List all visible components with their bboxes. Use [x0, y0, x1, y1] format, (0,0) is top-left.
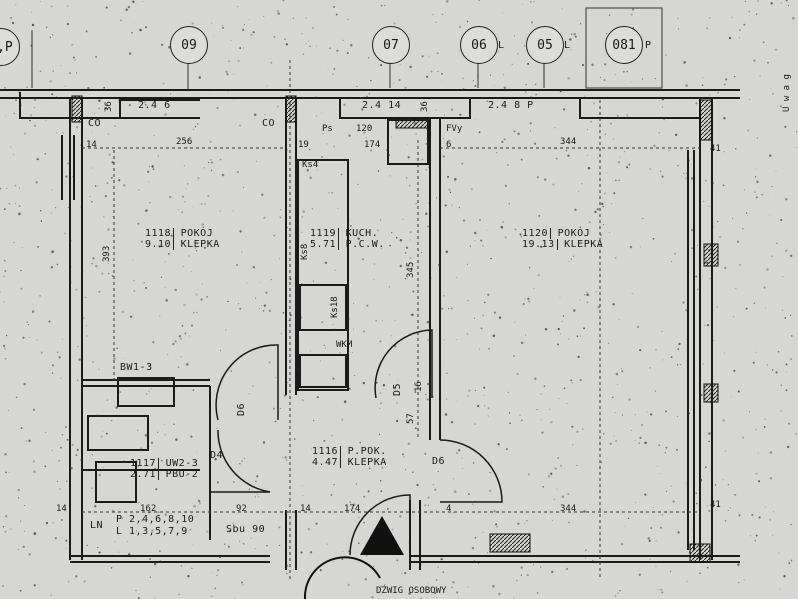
walls — [0, 89, 740, 570]
room-floor: KLEPKA — [180, 239, 220, 250]
dimension: 92 — [236, 504, 247, 514]
dimension: 19 — [298, 140, 309, 150]
ln-l-label: L 1,3,5,7,9 — [116, 526, 188, 537]
co-label: CO — [88, 118, 102, 129]
dimension: 162 — [140, 504, 157, 514]
room-name: KUCH. — [345, 228, 379, 239]
door-swings — [210, 329, 503, 556]
grid-leaders — [31, 7, 663, 90]
dimension: 14 — [86, 140, 97, 150]
room-floor: PBU-2 — [165, 469, 199, 480]
room-1116: 1116 P.POK. 4.47 KLEPKA — [312, 446, 387, 468]
dimension: 256 — [176, 137, 193, 147]
room-area: 5.71 — [310, 239, 340, 250]
grid-suffix-081: P — [645, 40, 652, 51]
dimension: 41 — [710, 500, 721, 510]
dimension: 36 — [104, 101, 114, 112]
elevator-label: DŹWIG OSOBOWY — [376, 586, 447, 596]
grid-bubble-05: 05 — [526, 26, 564, 64]
room-name: POKÓJ — [180, 228, 214, 239]
ks18-label: Ks18 — [330, 296, 340, 318]
dimension: 344 — [560, 504, 577, 514]
wkm-label: WKM — [336, 340, 353, 350]
bw-label: BW1-3 — [120, 362, 153, 373]
room-name: POKÓJ — [557, 228, 591, 239]
room-area: 19.13 — [522, 239, 558, 250]
door-label: D6 — [236, 402, 247, 416]
ks8-label: Ks8 — [300, 243, 310, 260]
room-area: 2.71 — [130, 469, 160, 480]
room-area: 9.10 — [145, 239, 175, 250]
ln-p-label: P 2,4,6,8,10 — [116, 514, 195, 525]
dimension: 4 — [446, 504, 452, 514]
room-name: UW2-3 — [165, 458, 199, 469]
sbu-label: Sbu 90 — [226, 524, 266, 535]
room-number: 1116 — [312, 446, 342, 457]
side-note: U w a g — [782, 74, 792, 112]
co-label: CO — [262, 118, 276, 129]
grid-suffix-05: L — [564, 40, 571, 51]
dimension: 57 — [406, 413, 416, 424]
room-floor: KLEPKA — [564, 239, 604, 250]
room-1119: 1119 KUCH. 5.71 P.C.W. — [310, 228, 385, 250]
grid-bubble-09: 09 — [170, 26, 208, 64]
window-label: 2.4 6 — [138, 100, 171, 111]
dimension: 14 — [300, 504, 311, 514]
dimension: 16 — [414, 381, 424, 392]
room-number: 1120 — [522, 228, 552, 239]
column-hatch — [71, 95, 719, 563]
door-label: D6 — [432, 456, 446, 467]
window-label: 2.4 14 — [362, 100, 402, 111]
dimension: 14 — [56, 504, 67, 514]
door-label: D5 — [392, 382, 403, 396]
dimension: 174 — [344, 504, 361, 514]
dimension: 344 — [560, 137, 577, 147]
room-number: 1117 — [130, 458, 160, 469]
grid-bubble-081: 081 — [605, 26, 643, 64]
dim-lines — [82, 60, 700, 580]
door-label: D4 — [210, 450, 224, 461]
grid-bubble-07: 07 — [372, 26, 410, 64]
window-label: 2.4 8 P — [488, 100, 534, 111]
grid-bubble-06: 06 — [460, 26, 498, 64]
elevator-outline — [303, 556, 381, 599]
room-1117: 1117 UW2-3 2.71 PBU-2 — [130, 458, 198, 480]
grid-suffix-06: L — [498, 40, 505, 51]
room-name: P.POK. — [347, 446, 387, 457]
ln-label: LN — [90, 520, 104, 531]
entrance-arrow — [360, 516, 404, 555]
dimension: 393 — [102, 245, 112, 262]
grid-bubble-1p: 1,P — [0, 28, 20, 66]
room-number: 1119 — [310, 228, 340, 239]
dimension: 6 — [446, 140, 452, 150]
room-floor: KLEPKA — [347, 457, 387, 468]
room-area: 4.47 — [312, 457, 342, 468]
dimension: 41 — [710, 144, 721, 154]
room-number: 1118 — [145, 228, 175, 239]
fv-label: FVy — [446, 124, 463, 134]
dimension: 36 — [420, 101, 430, 112]
dimension: 174 — [364, 140, 381, 150]
room-1120: 1120 POKÓJ 19.13 KLEPKA — [522, 228, 603, 250]
room-floor: P.C.W. — [345, 239, 385, 250]
ks4-label: Ks4 — [302, 160, 319, 170]
room-1118: 1118 POKÓJ 9.10 KLEPKA — [145, 228, 220, 250]
ps-label: Ps — [322, 124, 333, 134]
dimension: 345 — [406, 261, 416, 278]
dimension: 120 — [356, 124, 373, 134]
